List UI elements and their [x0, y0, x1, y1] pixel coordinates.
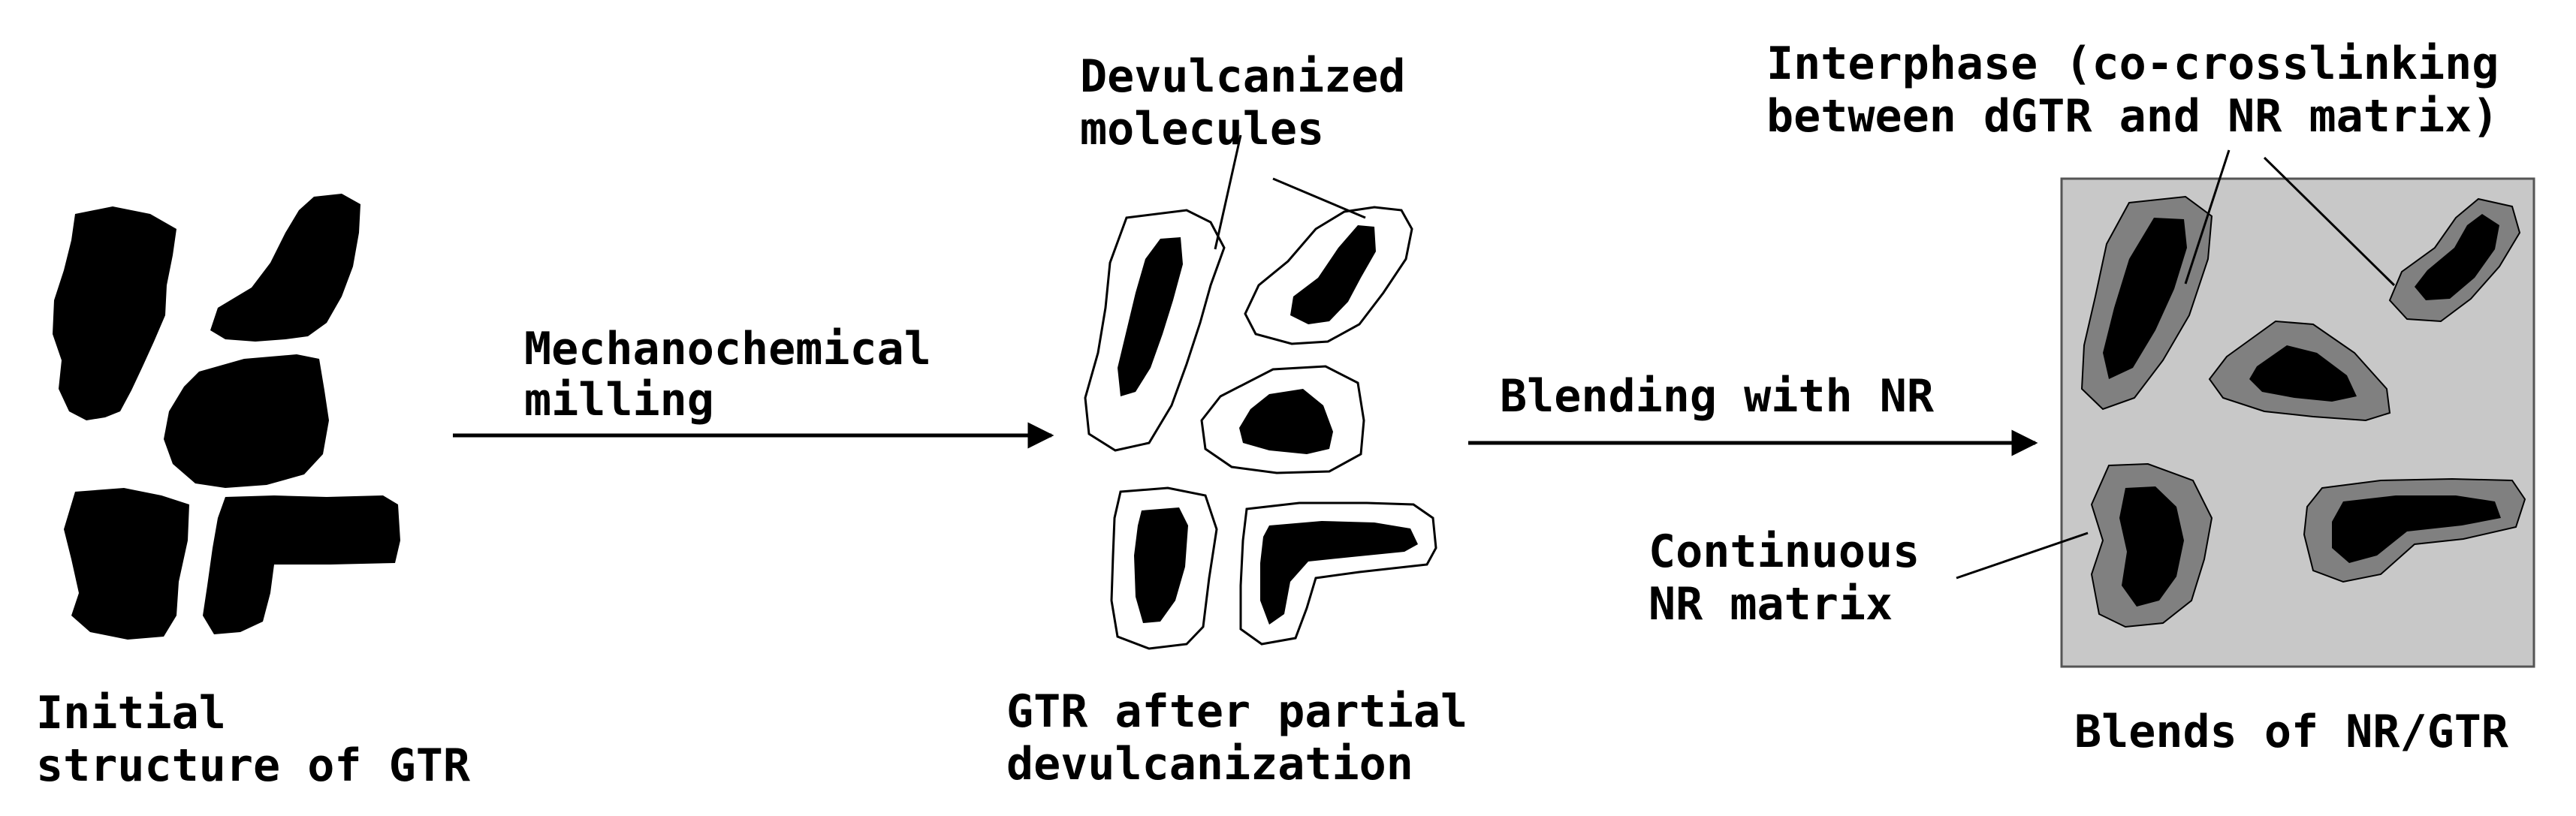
devulcanized-caption: GTR after partial devulcanization — [1006, 685, 1495, 790]
initial-gtr-panel — [53, 194, 400, 640]
milling-arrow: Mechanochemical milling — [453, 323, 1054, 449]
gtr-core — [2332, 495, 2501, 563]
gtr-core — [2119, 486, 2184, 607]
callout-leader-line — [2184, 149, 2231, 285]
gtr-core — [1290, 225, 1376, 324]
blending-arrow: Blending with NR — [1468, 370, 2038, 456]
gtr-particle — [164, 354, 329, 488]
gtr-core — [1118, 237, 1183, 396]
interphase-callout: Interphase (co-crosslinking between dGTR… — [1766, 38, 2526, 143]
gtr-particle — [53, 206, 176, 420]
gtr-particle — [64, 488, 189, 640]
callout-leader-line — [1956, 531, 2089, 580]
nr-gtr-blend-panel: Interphase (co-crosslinking between dGTR… — [1648, 38, 2535, 668]
callout-leader-line — [2263, 156, 2396, 287]
gtr-core — [1260, 521, 1418, 625]
gtr-particle — [210, 194, 360, 342]
callout-leader-line — [1214, 134, 1242, 250]
devulcanized-gtr-panel: Devulcanized molecules — [1080, 50, 1437, 650]
devulcanized-molecules-callout: Devulcanized molecules — [1080, 50, 1433, 155]
blending-label: Blending with NR — [1500, 370, 1935, 423]
callout-leader-line — [1272, 177, 1366, 219]
gtr-core — [2415, 214, 2499, 300]
gtr-core — [2249, 345, 2357, 402]
gtr-core — [1239, 389, 1333, 454]
gtr-core — [1134, 507, 1188, 623]
gtr-core — [2103, 218, 2187, 379]
gtr-particle — [203, 495, 400, 634]
initial-structure-caption: Initial structure of GTR — [36, 687, 471, 792]
blend-caption: Blends of NR/GTR — [2074, 706, 2509, 758]
milling-label: Mechanochemical milling — [524, 323, 958, 426]
nr-matrix-callout: Continuous NR matrix — [1648, 525, 1947, 631]
